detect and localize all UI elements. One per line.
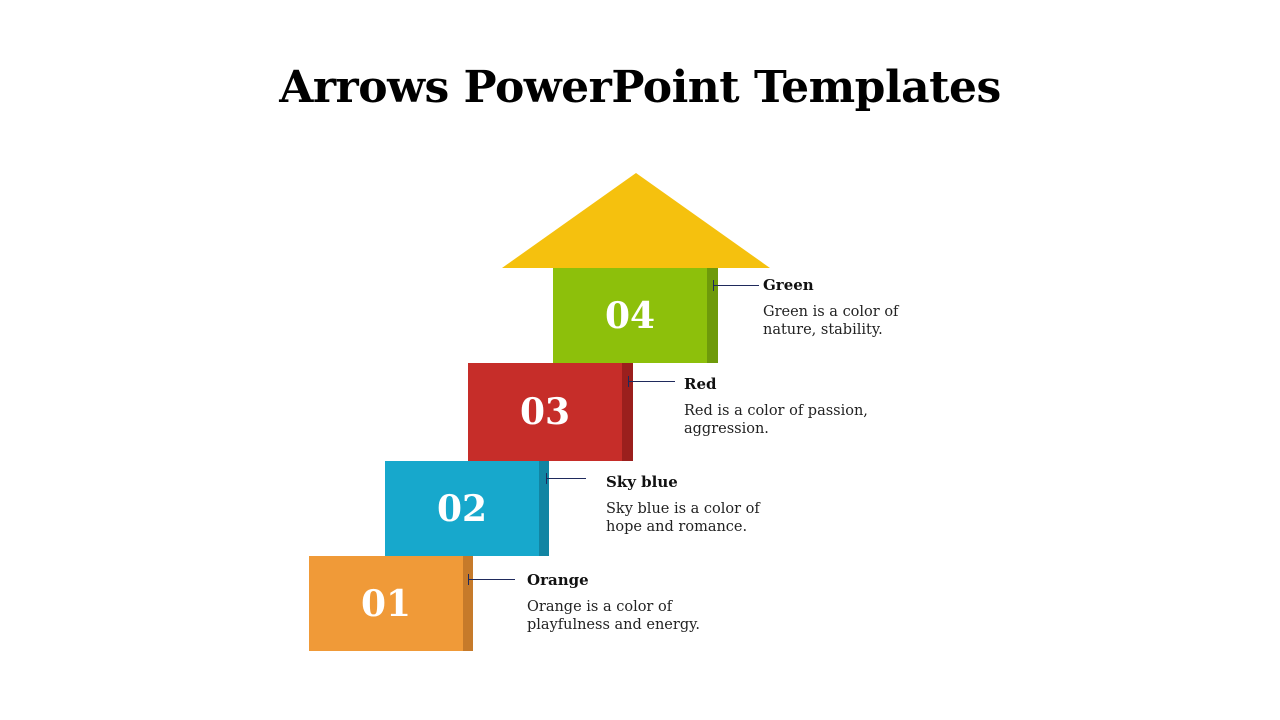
- step-04-heading: Green: [763, 276, 814, 294]
- step-03-description: Red is a color of passion, aggression.: [684, 403, 868, 437]
- step-01-number: 01: [309, 556, 463, 651]
- step-02-heading: Sky blue: [606, 473, 678, 491]
- step-01-description: Orange is a color of playfulness and ene…: [527, 599, 700, 633]
- step-01-label: Orange Orange is a color of playfulness …: [527, 571, 787, 634]
- step-01-side: [463, 556, 473, 651]
- step-02-number: 02: [385, 461, 539, 556]
- page-title: Arrows PowerPoint Templates: [279, 62, 1001, 113]
- step-04-connector: [713, 280, 759, 291]
- step-04-side: [707, 268, 718, 363]
- step-02-side: [539, 461, 549, 556]
- step-02-connector: [546, 473, 586, 484]
- step-03-number: 03: [468, 363, 622, 461]
- step-01-connector: [468, 574, 515, 585]
- step-04-description: Green is a color of nature, stability.: [763, 304, 899, 338]
- step-01-heading: Orange: [527, 571, 589, 589]
- step-03-side: [622, 363, 633, 461]
- step-02-description: Sky blue is a color of hope and romance.: [606, 501, 760, 535]
- step-04-label: Green Green is a color of nature, stabil…: [763, 276, 1023, 339]
- step-04-number: 04: [553, 268, 707, 363]
- step-03-heading: Red: [684, 375, 717, 393]
- step-02-label: Sky blue Sky blue is a color of hope and…: [606, 473, 866, 536]
- step-03-connector: [628, 376, 675, 387]
- arrow-head-icon: [502, 173, 770, 268]
- step-03-label: Red Red is a color of passion, aggressio…: [684, 375, 944, 438]
